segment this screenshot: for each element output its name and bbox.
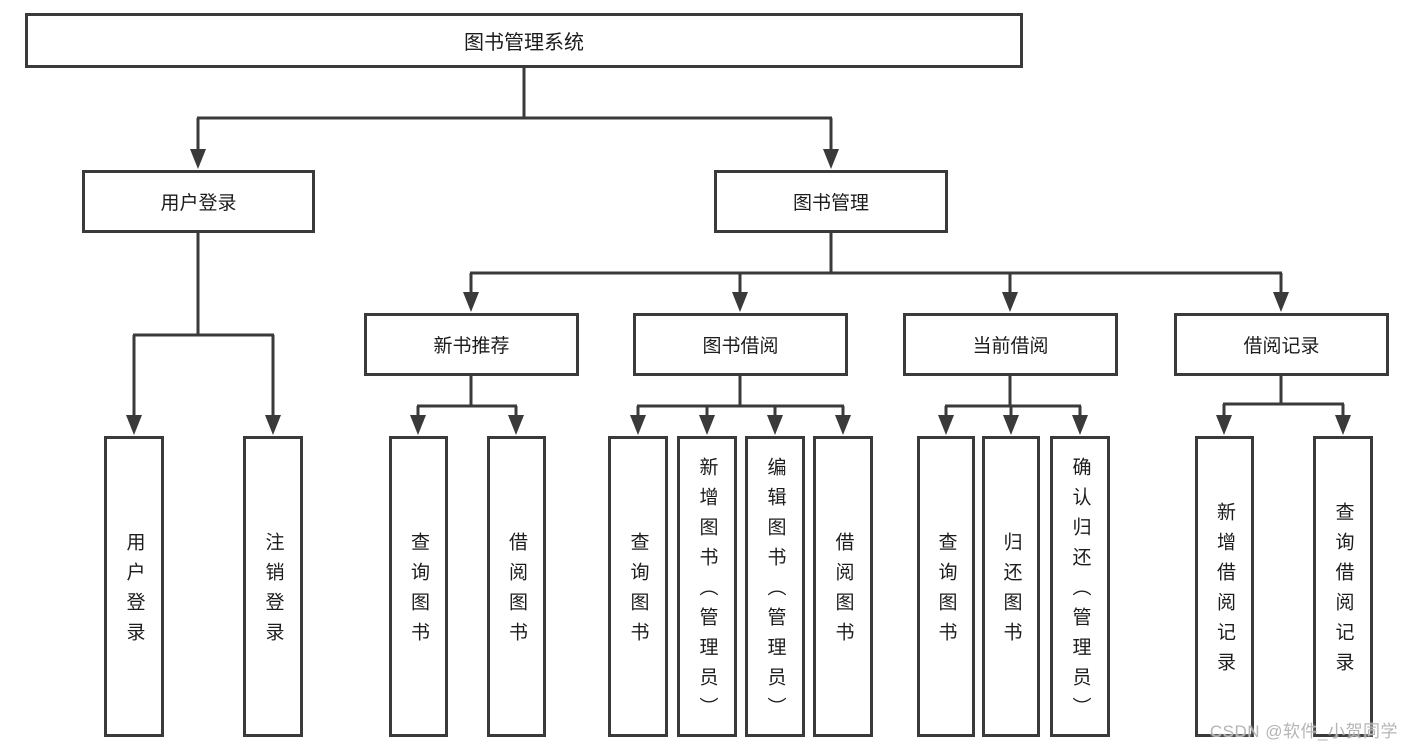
node-user-login-label: 用户登录 [160, 193, 237, 214]
leaf-add-borrow-record: 新增借阅记录 [1195, 436, 1254, 737]
leaf-return-books-label: 归还图书 [1000, 532, 1022, 652]
leaf-confirm-return-admin-label: 确认归还（管理员） [1069, 457, 1091, 727]
leaf-borrow-books-label: 借阅图书 [832, 532, 854, 652]
leaf-query-borrow-record-label: 查询借阅记录 [1332, 502, 1354, 682]
leaf-borrow-books-recommendation: 借阅图书 [487, 436, 546, 737]
leaf-query-borrow-record: 查询借阅记录 [1313, 436, 1373, 737]
leaf-user-login-label: 用户登录 [123, 532, 145, 652]
node-user-login: 用户登录 [82, 170, 315, 233]
node-library-management-system: 图书管理系统 [25, 13, 1023, 68]
leaf-add-books-admin: 新增图书（管理员） [677, 436, 737, 737]
leaf-add-books-admin-label: 新增图书（管理员） [696, 457, 718, 727]
node-borrowing-records-label: 借阅记录 [1243, 336, 1320, 357]
node-book-borrowing-label: 图书借阅 [702, 336, 779, 357]
leaf-borrow-books-recommendation-label: 借阅图书 [506, 532, 527, 652]
leaf-query-books-current: 查询图书 [917, 436, 975, 737]
leaf-borrow-books: 借阅图书 [813, 436, 873, 737]
node-current-borrowing: 当前借阅 [903, 313, 1118, 376]
leaf-query-books-recommendation: 查询图书 [389, 436, 448, 737]
leaf-logout: 注销登录 [243, 436, 303, 737]
node-current-borrowing-label: 当前借阅 [972, 336, 1049, 357]
node-book-management: 图书管理 [714, 170, 948, 233]
leaf-edit-books-admin-label: 编辑图书（管理员） [764, 457, 786, 727]
node-book-borrowing: 图书借阅 [633, 313, 848, 376]
leaf-query-books-borrowing: 查询图书 [608, 436, 668, 737]
csdn-watermark: CSDN @软件_小贺同学 [1209, 722, 1398, 741]
leaf-query-books-current-label: 查询图书 [935, 532, 957, 652]
node-borrowing-records: 借阅记录 [1174, 313, 1389, 376]
leaf-query-books-borrowing-label: 查询图书 [627, 532, 649, 652]
node-new-book-recommendation: 新书推荐 [364, 313, 579, 376]
node-new-book-recommendation-label: 新书推荐 [433, 336, 510, 357]
node-book-management-label: 图书管理 [792, 193, 869, 214]
leaf-logout-label: 注销登录 [262, 532, 284, 652]
leaf-user-login: 用户登录 [104, 436, 164, 737]
leaf-query-books-recommendation-label: 查询图书 [408, 532, 429, 652]
leaf-add-borrow-record-label: 新增借阅记录 [1214, 502, 1235, 682]
node-library-management-system-label: 图书管理系统 [464, 32, 584, 54]
leaf-confirm-return-admin: 确认归还（管理员） [1050, 436, 1110, 737]
leaf-return-books: 归还图书 [982, 436, 1040, 737]
leaf-edit-books-admin: 编辑图书（管理员） [745, 436, 805, 737]
